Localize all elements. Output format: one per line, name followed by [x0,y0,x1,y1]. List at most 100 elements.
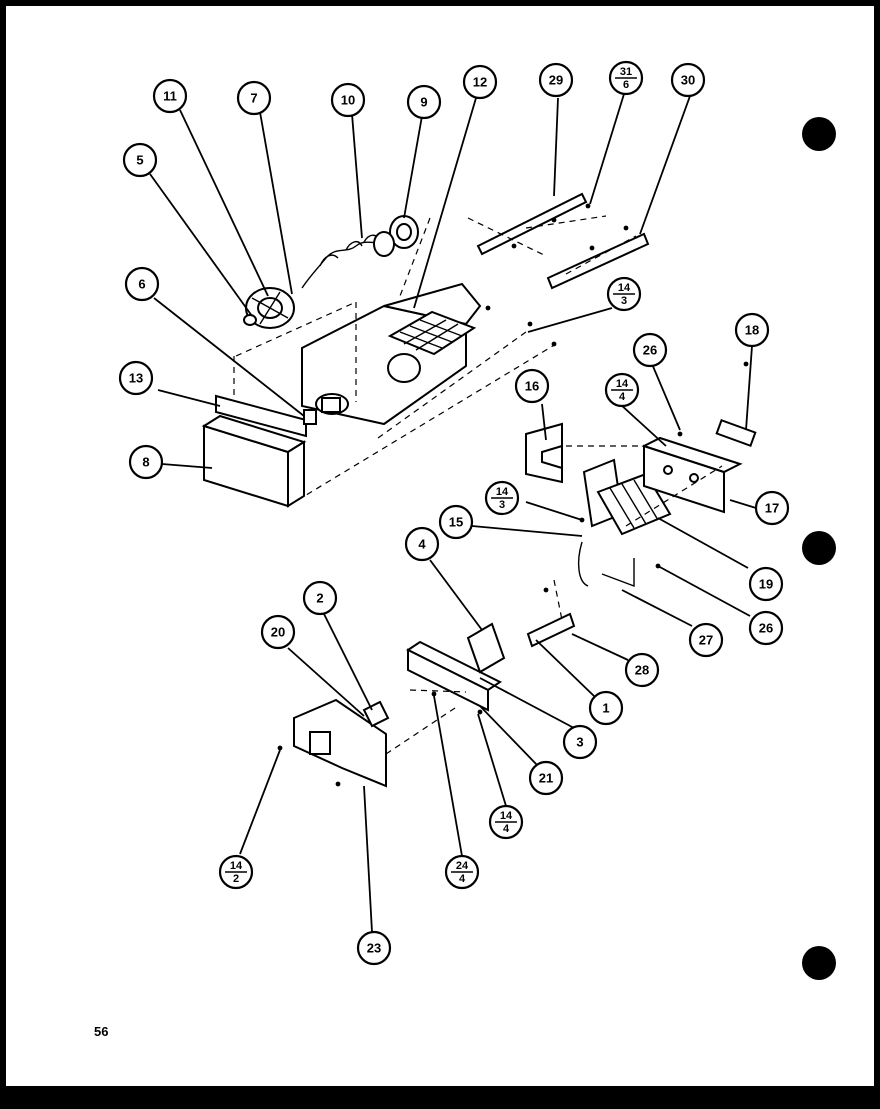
callout-number: 1 [602,701,609,716]
callout-number: 14 [618,282,631,294]
bearing-part [373,215,419,257]
control-box-assembly [277,622,506,788]
electrical-cover-part [293,698,387,788]
callout-number: 3 [576,735,583,750]
part-callout: 10 [330,82,366,118]
callout-quantity: 4 [503,823,510,835]
callout-number: 8 [142,455,149,470]
switch-part [715,418,757,448]
trim-panel-part [215,394,307,438]
part-callout: 3 [562,724,598,760]
scan-edge [0,1086,880,1109]
part-callout: 9 [406,84,442,120]
callout-number: 17 [765,501,779,516]
callout-number: 21 [539,771,553,786]
ice-tray-part [387,310,477,356]
part-callout: 143 [484,480,520,516]
callout-number: 30 [681,73,695,88]
callout-number: 4 [418,537,426,552]
part-callout: 142 [218,854,254,890]
callout-quantity: 4 [459,873,466,885]
binder-hole [802,946,836,980]
exploded-parts-diagram: 1171091229316305614313816261814417143151… [118,60,790,966]
part-callout: 26 [748,610,784,646]
bracket-part [546,232,650,290]
callout-number: 5 [136,153,143,168]
part-callout: 144 [488,804,524,840]
part-callout: 1 [588,690,624,726]
part-callout: 18 [734,312,770,348]
drive-gear-part [243,287,295,329]
callout-number: 27 [699,633,713,648]
callout-number: 16 [525,379,539,394]
callout-number: 2 [316,591,323,606]
page-number: 56 [94,1024,109,1039]
part-callout: 28 [624,652,660,688]
part-callout: 20 [260,614,296,650]
callout-number: 18 [745,323,759,338]
part-callout: 6 [124,266,160,302]
part-callout: 2 [302,580,338,616]
callout-number: 26 [759,621,773,636]
part-callout: 11 [152,78,188,114]
part-callout: 12 [462,64,498,100]
part-callout: 29 [538,62,574,98]
callout-number: 19 [759,577,773,592]
part-callout: 23 [356,930,392,966]
callout-number: 13 [129,371,143,386]
callout-number: 20 [271,625,285,640]
callout-number: 29 [549,73,563,88]
part-callout: 17 [754,490,790,526]
callout-number: 9 [420,95,427,110]
callout-quantity: 3 [621,295,627,307]
auger-opening [387,353,421,383]
thermostat-bracket-part [526,612,576,648]
callout-number: 24 [456,860,469,872]
auger-spring-part [301,239,383,289]
callout-number: 14 [616,378,629,390]
relay-part [466,622,506,674]
callout-number: 23 [367,941,381,956]
callout-number: 7 [250,91,257,106]
harness-part [601,558,635,588]
leader-lines [149,93,757,933]
ice-maker-module [525,361,757,593]
part-callout: 21 [528,760,564,796]
binder-hole [802,117,836,151]
part-callout: 244 [444,854,480,890]
callout-quantity: 6 [623,79,629,91]
part-callout: 30 [670,62,706,98]
callout-number: 6 [138,277,145,292]
part-callout: 144 [604,372,640,408]
binder-hole [802,531,836,565]
callout-number: 14 [230,860,243,872]
part-callout: 13 [118,360,154,396]
part-callout: 316 [608,60,644,96]
callout-number: 15 [449,515,463,530]
part-callout: 4 [404,526,440,562]
ice-bucket-assembly [201,215,557,508]
part-callout: 5 [122,142,158,178]
nut-part [303,409,317,425]
callout-quantity: 2 [233,873,239,885]
callout-number: 14 [496,486,509,498]
callout-number: 14 [500,810,513,822]
callout-quantity: 3 [499,499,505,511]
callout-number: 26 [643,343,657,358]
callout-number: 28 [635,663,649,678]
part-callout: 8 [128,444,164,480]
wire-part [577,541,589,587]
part-callout: 26 [632,332,668,368]
bracket-part [476,192,588,256]
part-callout: 19 [748,566,784,602]
callout-number: 12 [473,75,487,90]
callout-number: 11 [163,89,177,104]
part-callout: 27 [688,622,724,658]
part-callout: 16 [514,368,550,404]
part-callout: 143 [606,276,642,312]
part-callout: 15 [438,504,474,540]
part-callout: 7 [236,80,272,116]
callout-number: 31 [620,66,632,78]
